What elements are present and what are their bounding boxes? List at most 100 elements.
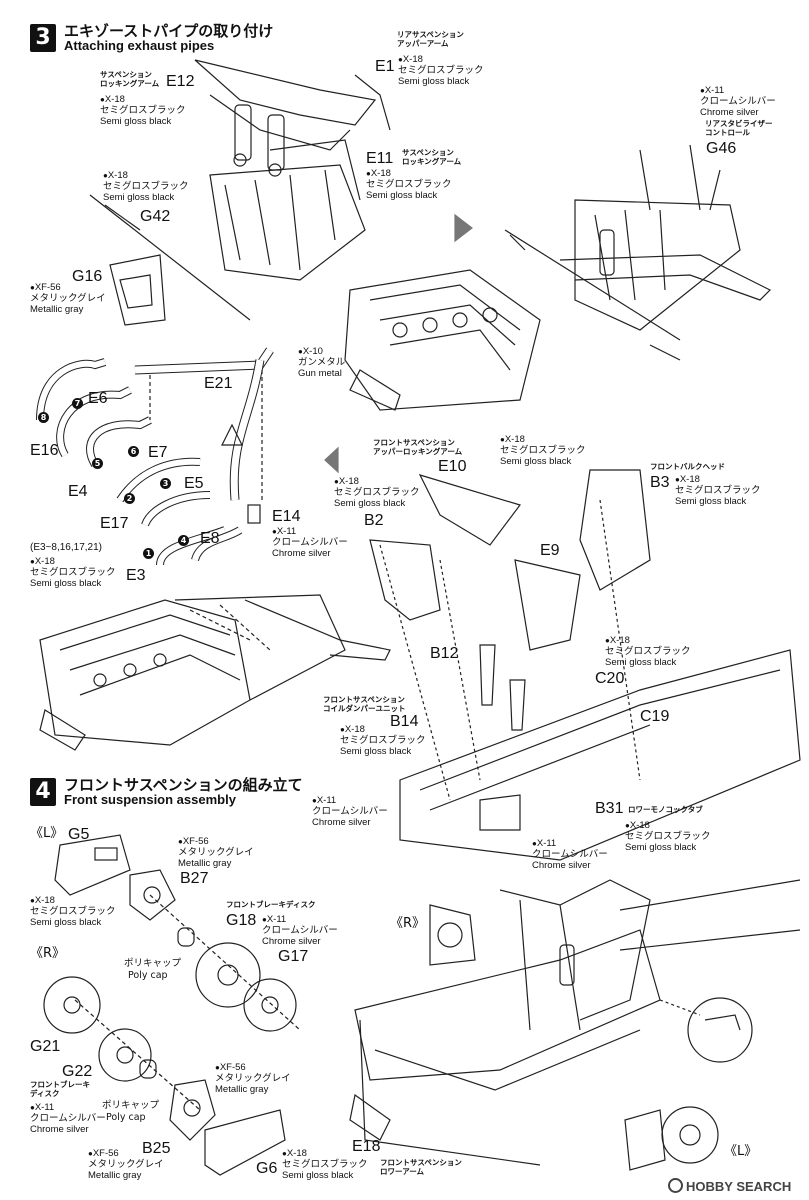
paint-ja: セミグロスブラック: [340, 735, 426, 746]
paint-en: Semi gloss black: [334, 498, 406, 509]
part-e5: E5: [184, 475, 204, 492]
label-rear-upper-arm: リアサスペンション アッパーアーム: [397, 30, 464, 48]
watermark-icon: [668, 1178, 683, 1193]
watermark-text: HOBBY SEARCH: [686, 1179, 792, 1194]
paint-ja: クロームシルバー: [700, 96, 776, 107]
paint-code: X-18: [366, 168, 391, 179]
paint-note-b31: X-18 セミグロスブラック Semi gloss black: [625, 820, 711, 853]
paint-en: Semi gloss black: [103, 192, 175, 203]
part-g6: G6: [256, 1160, 278, 1177]
paint-ja: セミグロスブラック: [334, 487, 420, 498]
part-e17: E17: [100, 515, 129, 532]
label-rocking-arm-2: サスペンション ロッキングアーム: [402, 148, 462, 166]
engine-with-exhaust-drawing: [39, 594, 391, 751]
paint-en: Semi gloss black: [625, 842, 697, 853]
part-b27: B27: [180, 870, 209, 887]
poly-cap-ja: ポリキャップ: [124, 958, 182, 969]
part-e1: E1: [375, 58, 395, 75]
watermark: HOBBY SEARCH: [668, 1178, 791, 1194]
paint-en: Semi gloss black: [30, 917, 102, 928]
paint-ja: セミグロスブラック: [30, 567, 116, 578]
paint-code: X-11: [272, 526, 296, 537]
paint-code: X-10: [298, 346, 323, 357]
part-g42: G42: [140, 208, 171, 225]
paint-en: Semi gloss black: [366, 190, 438, 201]
label-front-brake-disc: フロントブレーキディスク: [226, 900, 316, 909]
paint-en: Chrome silver: [262, 936, 321, 947]
paint-ja: メタリックグレイ: [30, 293, 106, 304]
paint-ja: メタリックグレイ: [178, 847, 254, 858]
paint-note-g5: XF-56 メタリックグレイ Metallic gray: [178, 836, 254, 869]
step-marker-8: 8: [38, 412, 49, 423]
paint-en: Metallic gray: [178, 858, 232, 869]
paint-en: Chrome silver: [272, 548, 331, 559]
paint-code: X-18: [625, 820, 650, 831]
part-g46: G46: [706, 140, 737, 157]
part-b14: B14: [390, 713, 419, 730]
side-label-l-bottom: 《L》: [724, 1144, 758, 1159]
part-e3: E3: [126, 567, 146, 584]
paint-note-tub: X-11 クロームシルバー Chrome silver: [312, 795, 388, 828]
paint-ja: セミグロスブラック: [366, 179, 452, 190]
poly-cap-en: Poly cap: [128, 970, 168, 981]
monocoque-drawing: [369, 469, 801, 861]
paint-ja: セミグロスブラック: [30, 906, 116, 917]
part-g5: G5: [68, 826, 90, 843]
label-front-bulkhead: フロントバルクヘッド: [650, 462, 725, 471]
paint-ja: メタリックグレイ: [215, 1073, 291, 1084]
part-e14: E14: [272, 508, 301, 525]
paint-ja: セミグロスブラック: [103, 181, 189, 192]
paint-code: X-18: [282, 1148, 307, 1159]
step-marker-4: 4: [178, 535, 189, 546]
step-3-number: 3: [30, 24, 56, 52]
step-marker-6: 6: [128, 446, 139, 457]
part-c19: C19: [640, 708, 670, 725]
part-g18: G18: [226, 912, 257, 929]
paint-note-b3: X-18 セミグロスブラック Semi gloss black: [675, 474, 761, 507]
part-e8: E8: [200, 530, 220, 547]
part-e7: E7: [148, 444, 168, 461]
paint-note-e14: X-11 クロームシルバー Chrome silver: [272, 526, 348, 559]
label-lower-monocoque: ロワーモノコックタブ: [628, 805, 703, 814]
rear-assembly-drawing: [344, 144, 772, 411]
side-label-l-top: 《L》: [30, 826, 64, 841]
part-g21: G21: [30, 1038, 61, 1055]
label-front-lower-arm: フロントサスペンション ロワーアーム: [380, 1158, 462, 1176]
paint-en: Semi gloss black: [30, 578, 102, 589]
paint-en: Semi gloss black: [282, 1170, 354, 1181]
paint-ja: メタリックグレイ: [88, 1159, 164, 1170]
paint-code: XF-56: [178, 836, 209, 847]
paint-note-g42: X-18 セミグロスブラック Semi gloss black: [103, 170, 189, 203]
paint-code: X-18: [340, 724, 365, 735]
part-g22: G22: [62, 1063, 93, 1080]
paint-ja: クロームシルバー: [312, 806, 388, 817]
part-b3: B3: [650, 474, 670, 491]
paint-code: X-11: [700, 85, 724, 96]
paint-en: Semi gloss black: [340, 746, 412, 757]
paint-ja: ガンメタル: [298, 357, 346, 368]
label-front-coil-damper: フロントサスペンション コイルダンパーユニット: [323, 695, 406, 713]
label-rear-stabilizer: リアスタビライザー コントロール: [705, 119, 773, 137]
step-marker-2: 2: [124, 493, 135, 504]
paint-ja: セミグロスブラック: [398, 65, 484, 76]
front-suspension-parts-drawing: [43, 834, 301, 1176]
paint-code: XF-56: [88, 1148, 119, 1159]
poly-cap-label-2: ポリキャップ Poly cap: [102, 1100, 159, 1124]
paint-en: Metallic gray: [88, 1170, 142, 1181]
paint-code: X-18: [30, 556, 55, 567]
paint-note-c20: X-18 セミグロスブラック Semi gloss black: [605, 635, 691, 668]
step-3-title-ja: エキゾーストパイプの取り付け: [64, 22, 274, 40]
paint-ja: セミグロスブラック: [675, 485, 761, 496]
paint-note-e3: X-18 セミグロスブラック Semi gloss black: [30, 556, 116, 589]
part-g16: G16: [72, 268, 103, 285]
paint-en: Semi gloss black: [398, 76, 470, 87]
side-label-r-left: 《R》: [30, 946, 66, 961]
paint-note-e1: X-18 セミグロスブラック Semi gloss black: [398, 54, 484, 87]
part-e6: E6: [88, 390, 108, 407]
paint-ja: クロームシルバー: [262, 925, 338, 936]
paint-en: Semi gloss black: [675, 496, 747, 507]
paint-en: Metallic gray: [215, 1084, 269, 1095]
paint-en: Semi gloss black: [605, 657, 677, 668]
paint-code: X-11: [30, 1102, 54, 1113]
paint-note-b25: XF-56 メタリックグレイ Metallic gray: [88, 1148, 164, 1181]
